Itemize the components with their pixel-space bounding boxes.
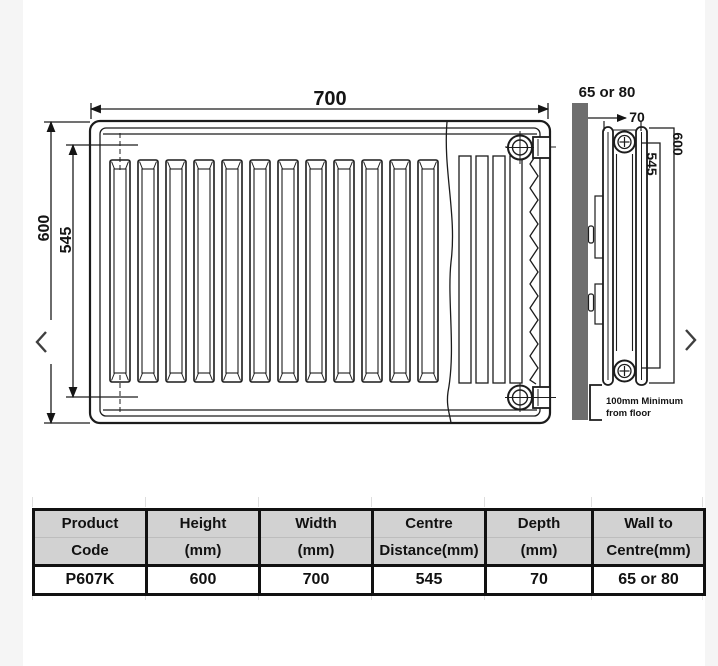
spec-cell-width: 700 bbox=[258, 564, 374, 596]
tapping-centre-lines bbox=[112, 133, 138, 413]
header-line: (mm) bbox=[488, 537, 590, 563]
radiator-technical-drawing: 700 600 545 bbox=[36, 84, 686, 425]
front-width-dimension-label: 700 bbox=[313, 88, 346, 110]
front-centre-dimension-label: 545 bbox=[58, 227, 75, 254]
top-valve bbox=[505, 131, 556, 164]
side-centre-dimension bbox=[641, 142, 661, 369]
carousel-prev-button[interactable] bbox=[30, 320, 54, 364]
wall-brackets bbox=[587, 195, 604, 325]
page-gutter-left bbox=[0, 0, 23, 666]
gridline-tick bbox=[591, 497, 592, 507]
header-line: Code bbox=[36, 537, 144, 563]
spec-cell-depth: 70 bbox=[484, 564, 594, 596]
front-height-dimension-label: 600 bbox=[36, 215, 53, 242]
front-view bbox=[44, 103, 556, 425]
front-view-fins bbox=[109, 159, 439, 383]
spec-cell-wall-to-centre: 65 or 80 bbox=[591, 564, 706, 596]
floor-clearance-note-line2: from floor bbox=[606, 408, 651, 419]
header-line: Height bbox=[179, 515, 227, 532]
side-wall-to-centre-label: 65 or 80 bbox=[579, 84, 636, 101]
spec-table: Product Code Height (mm) Width (mm) Cent… bbox=[32, 508, 706, 596]
bottom-valve bbox=[505, 383, 556, 412]
gridline-tick bbox=[484, 591, 485, 600]
spec-table-data-row: P607K 600 700 545 70 65 or 80 bbox=[32, 564, 706, 596]
gridline-tick bbox=[371, 591, 372, 600]
spec-cell-centre-distance: 545 bbox=[371, 564, 487, 596]
spec-cell-product-code: P607K bbox=[32, 564, 148, 596]
gridline-tick bbox=[258, 591, 259, 600]
spec-table-header-product-code: Product Code bbox=[32, 508, 148, 567]
side-height-label: 600 bbox=[670, 132, 686, 156]
gridline-tick bbox=[702, 497, 703, 507]
header-line: Width bbox=[295, 515, 337, 532]
header-line: Product bbox=[61, 515, 119, 532]
front-view-convector-section bbox=[458, 151, 539, 385]
side-centre-label: 545 bbox=[644, 152, 660, 176]
spec-table-header-width: Width (mm) bbox=[258, 508, 374, 567]
floor-clearance-note-line1: 100mm Minimum bbox=[606, 396, 683, 407]
gridline-tick bbox=[258, 497, 259, 507]
spec-table-header-depth: Depth (mm) bbox=[484, 508, 594, 567]
gridline-tick bbox=[32, 591, 33, 600]
side-panels bbox=[602, 126, 648, 386]
spec-table-header-height: Height (mm) bbox=[145, 508, 261, 567]
header-line: Wall to bbox=[624, 515, 673, 532]
front-width-dimension bbox=[89, 103, 550, 119]
gridline-tick bbox=[145, 591, 146, 600]
side-view bbox=[572, 103, 675, 421]
spec-cell-height: 600 bbox=[145, 564, 261, 596]
spec-table-header-wall-to-centre: Wall to Centre(mm) bbox=[591, 508, 706, 567]
gridline-tick bbox=[591, 591, 592, 600]
gridline-tick bbox=[371, 497, 372, 507]
chevron-left-icon bbox=[35, 331, 47, 353]
front-height-dimension bbox=[44, 120, 90, 425]
front-centre-dimension bbox=[66, 143, 138, 399]
chevron-right-icon bbox=[685, 329, 697, 351]
spec-table-header-centre-distance: Centre Distance(mm) bbox=[371, 508, 487, 567]
side-height-dimension bbox=[649, 127, 675, 384]
break-line bbox=[445, 121, 454, 424]
wall bbox=[572, 103, 588, 420]
gridline-tick bbox=[145, 497, 146, 507]
spec-table-header-row: Product Code Height (mm) Width (mm) Cent… bbox=[32, 508, 706, 567]
side-depth-label: 70 bbox=[629, 109, 645, 125]
page-gutter-right bbox=[705, 0, 718, 666]
header-line: Distance(mm) bbox=[375, 537, 483, 563]
side-top-valve bbox=[613, 130, 636, 154]
floor-clearance-bracket bbox=[589, 384, 602, 421]
header-line: Centre(mm) bbox=[595, 537, 702, 563]
header-line: (mm) bbox=[262, 537, 370, 563]
gridline-tick bbox=[32, 497, 33, 507]
side-bottom-valve bbox=[613, 359, 636, 383]
header-line: Depth bbox=[517, 515, 561, 532]
carousel-next-button[interactable] bbox=[678, 318, 702, 362]
header-line: Centre bbox=[405, 515, 453, 532]
spec-table-container: Product Code Height (mm) Width (mm) Cent… bbox=[32, 508, 706, 596]
gridline-tick bbox=[702, 591, 703, 600]
header-line: (mm) bbox=[149, 537, 257, 563]
front-view-body bbox=[88, 119, 552, 425]
gridline-tick bbox=[484, 497, 485, 507]
side-depth-dimension bbox=[588, 113, 642, 131]
